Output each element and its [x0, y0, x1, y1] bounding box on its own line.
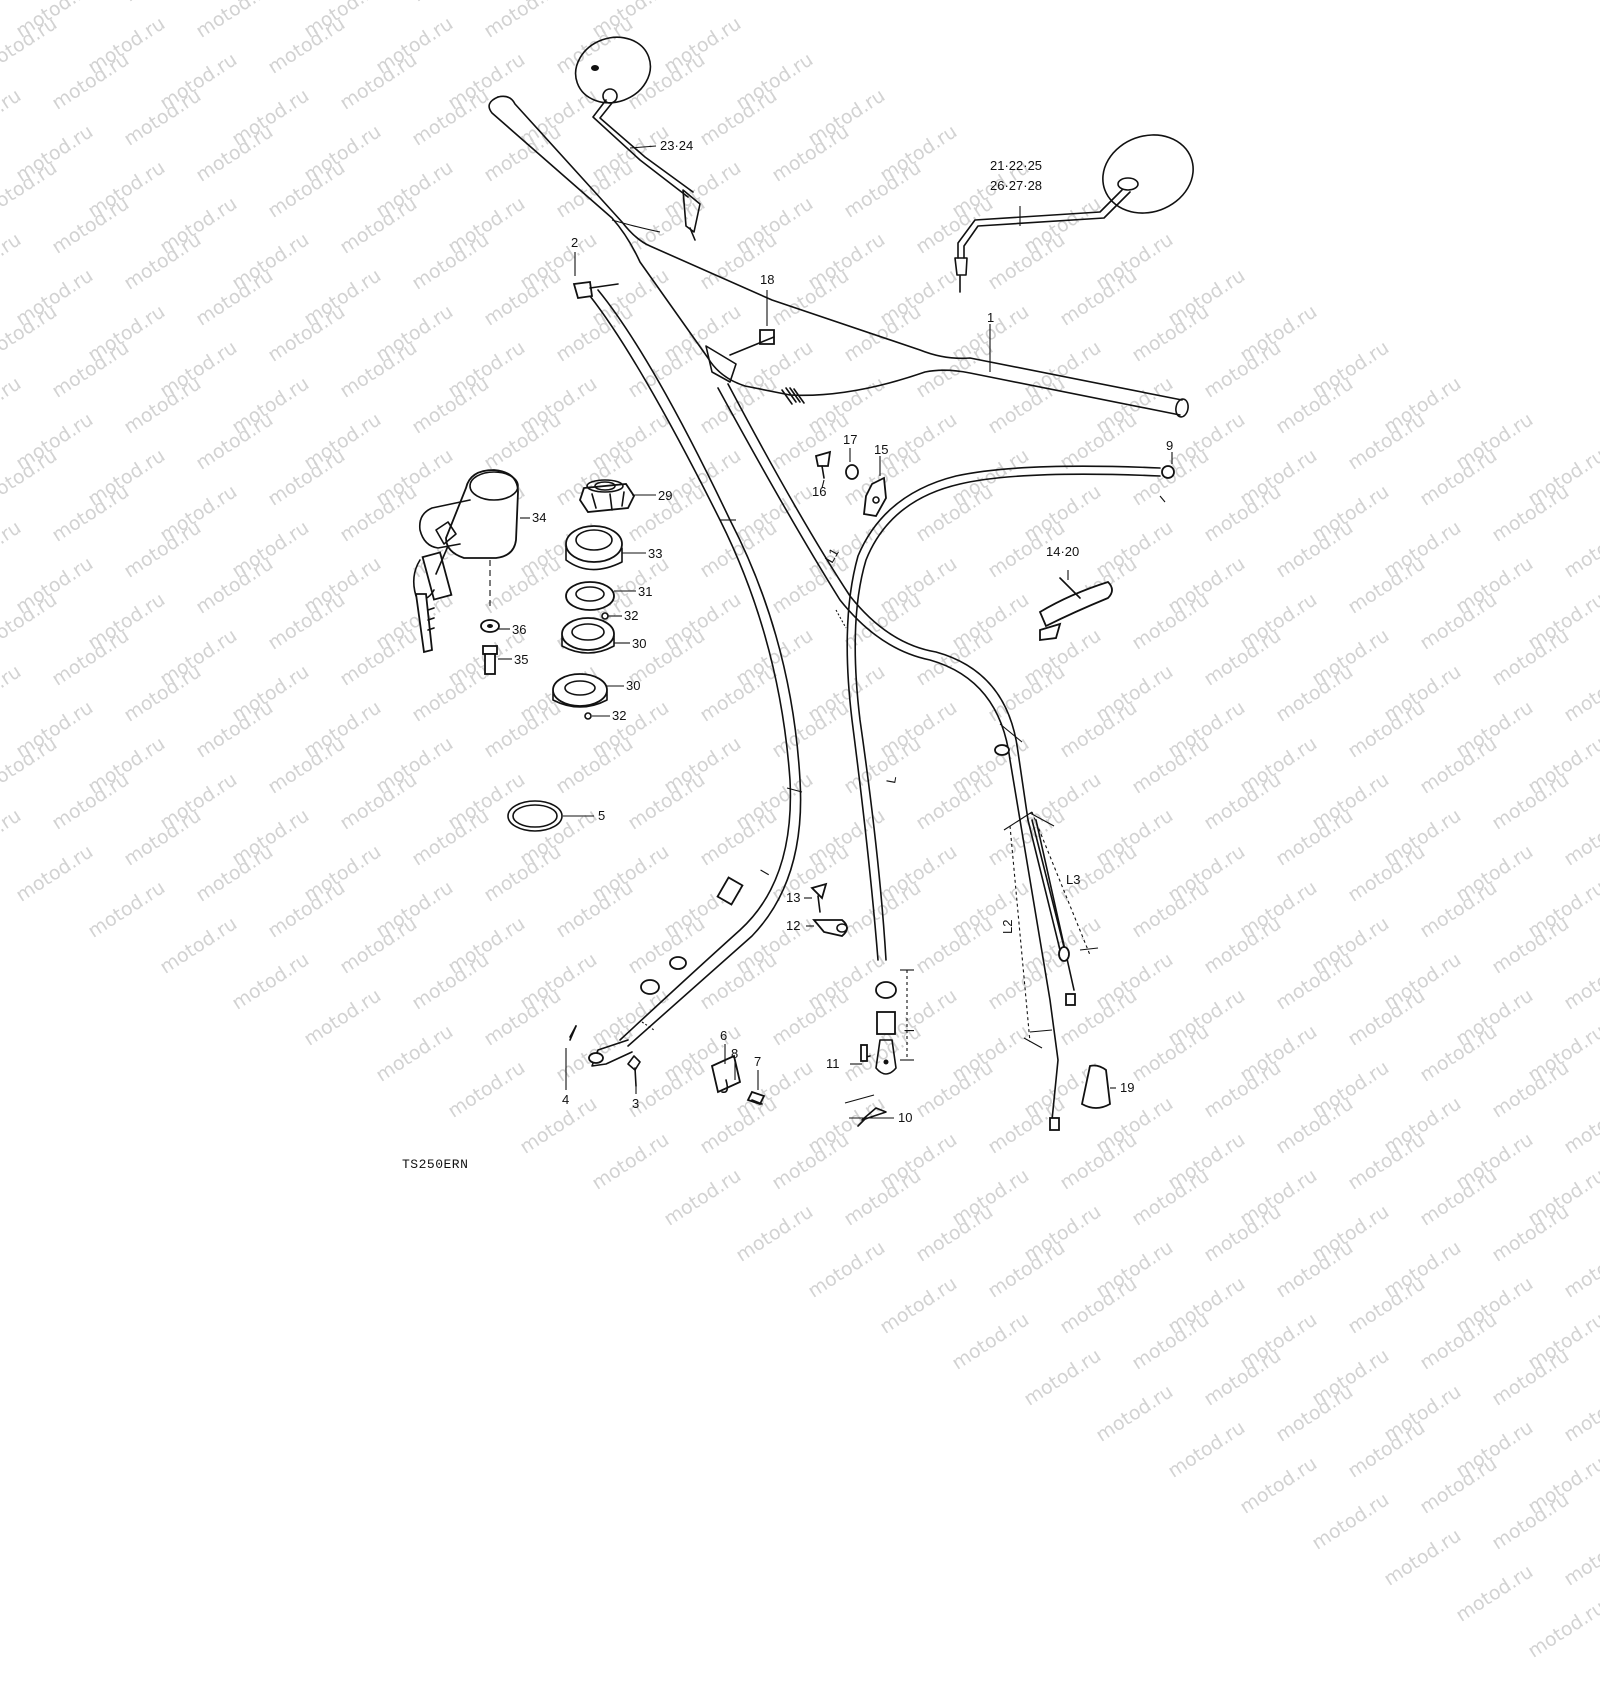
- watermark-text: motod.ru: [1560, 1236, 1600, 1303]
- watermark-text: motod.ru: [1308, 1488, 1394, 1555]
- label-16: 16: [812, 484, 826, 499]
- watermark-text: motod.ru: [1164, 1416, 1250, 1483]
- bushing-stack: [552, 479, 636, 720]
- o-ring: [507, 800, 563, 832]
- watermark-text: motod.ru: [948, 1308, 1034, 1375]
- cable-end-hardware: [569, 280, 887, 1106]
- watermark-text: motod.ru: [1560, 1524, 1600, 1591]
- cables: [588, 289, 1175, 1131]
- label-35: 35: [514, 652, 528, 667]
- label-L: L: [883, 775, 899, 785]
- label-19: 19: [1120, 1080, 1134, 1095]
- label-30b: 30: [626, 678, 640, 693]
- label-32a: 32: [624, 608, 638, 623]
- label-29: 29: [658, 488, 672, 503]
- leader-lines: [498, 145, 1173, 1119]
- watermark-text: motod.ru: [1452, 1560, 1538, 1627]
- label-34: 34: [532, 510, 546, 525]
- dust-cover-19: [1080, 1064, 1111, 1109]
- label-8: 8: [731, 1046, 738, 1061]
- label-18: 18: [760, 272, 774, 287]
- label-10: 10: [898, 1110, 912, 1125]
- holder-strap: [1038, 577, 1113, 642]
- label-13: 13: [786, 890, 800, 905]
- label-32b: 32: [612, 708, 626, 723]
- mirror-left: [574, 36, 701, 241]
- label-30a: 30: [632, 636, 646, 651]
- label-26-27-28: 26·27·28: [990, 178, 1042, 193]
- watermark-text: motod.ru: [1596, 1200, 1600, 1267]
- watermark-text: motod.ru: [804, 1236, 890, 1303]
- label-11: 11: [826, 1056, 840, 1071]
- label-L1: L1: [822, 545, 842, 565]
- label-21-22-25: 21·22·25: [990, 158, 1042, 173]
- label-9: 9: [1166, 438, 1173, 453]
- label-6: 6: [720, 1028, 727, 1043]
- label-23-24: 23·24: [660, 138, 693, 153]
- watermark-text: motod.ru: [1236, 1452, 1322, 1519]
- label-2: 2: [571, 235, 578, 250]
- label-1: 1: [987, 310, 994, 325]
- label-4: 4: [562, 1092, 569, 1107]
- label-31: 31: [638, 584, 652, 599]
- label-33: 33: [648, 546, 662, 561]
- label-5: 5: [598, 808, 605, 823]
- label-36: 36: [512, 622, 526, 637]
- label-15: 15: [874, 442, 888, 457]
- watermark-text: motod.ru: [1596, 1632, 1600, 1698]
- diagram-code: TS250ERN: [402, 1157, 469, 1172]
- watermark-text: motod.ru: [732, 1200, 818, 1267]
- label-L2: L2: [1000, 920, 1015, 934]
- watermark-text: motod.ru: [1596, 1488, 1600, 1555]
- o-ring-inner: [512, 804, 558, 828]
- label-l-a: l: [758, 867, 772, 877]
- watermark-text: motod.ru: [1020, 1344, 1106, 1411]
- label-17: 17: [843, 432, 857, 447]
- label-L3: L3: [1066, 872, 1080, 887]
- dimension-lines: [641, 609, 1099, 1104]
- label-12: 12: [786, 918, 800, 933]
- handlebar: [488, 95, 1189, 418]
- ignition-switch: [412, 469, 519, 675]
- label-14-20: 14·20: [1046, 544, 1079, 559]
- cable-adjuster: [857, 981, 897, 1127]
- part-labels: 23·24 21·22·25 26·27·28 2 18 1 9 17 15 1…: [512, 138, 1173, 1125]
- label-7: 7: [754, 1054, 761, 1069]
- watermark-text: motod.ru: [876, 1272, 962, 1339]
- label-3: 3: [632, 1096, 639, 1111]
- mirror-right: [954, 134, 1194, 293]
- watermark-text: motod.ru: [1092, 1380, 1178, 1447]
- label-l-b: l: [902, 1029, 917, 1032]
- watermark-text: motod.ru: [1596, 1344, 1600, 1411]
- watermark-text: motod.ru: [1380, 1524, 1466, 1591]
- watermark-text: motod.ru: [1560, 1380, 1600, 1447]
- parts-diagram: 23·24 21·22·25 26·27·28 2 18 1 9 17 15 1…: [412, 36, 1194, 1131]
- watermark-text: motod.ru: [1524, 1596, 1600, 1663]
